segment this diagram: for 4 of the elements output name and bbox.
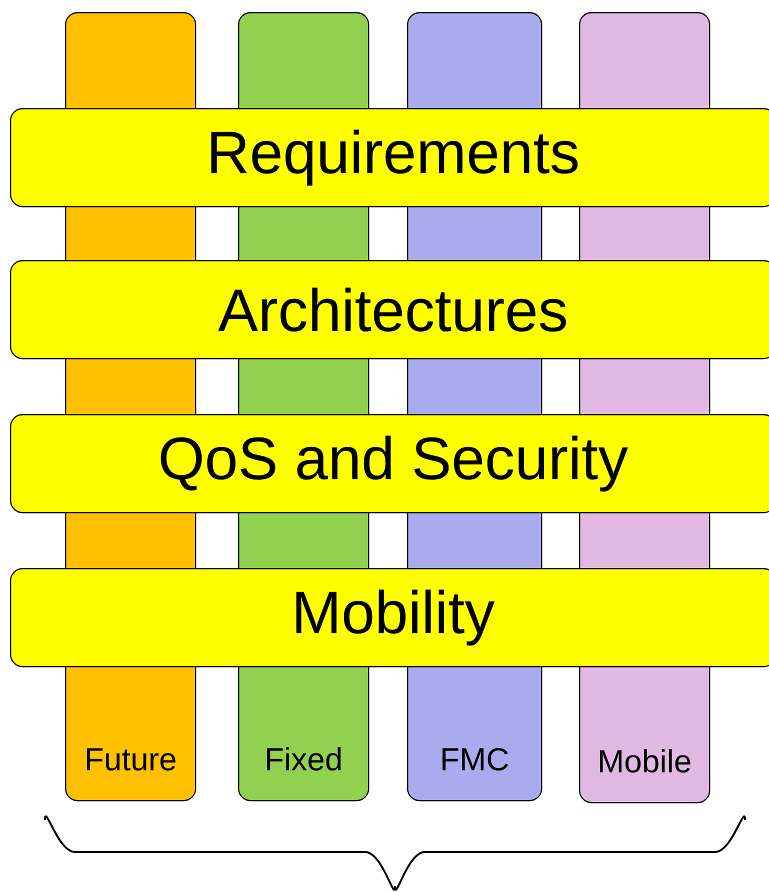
- topic-band: Mobility: [10, 568, 769, 668]
- topic-band: Requirements: [10, 108, 769, 208]
- topic-band: Architectures: [10, 260, 769, 360]
- topic-band: QoS and Security: [10, 414, 769, 514]
